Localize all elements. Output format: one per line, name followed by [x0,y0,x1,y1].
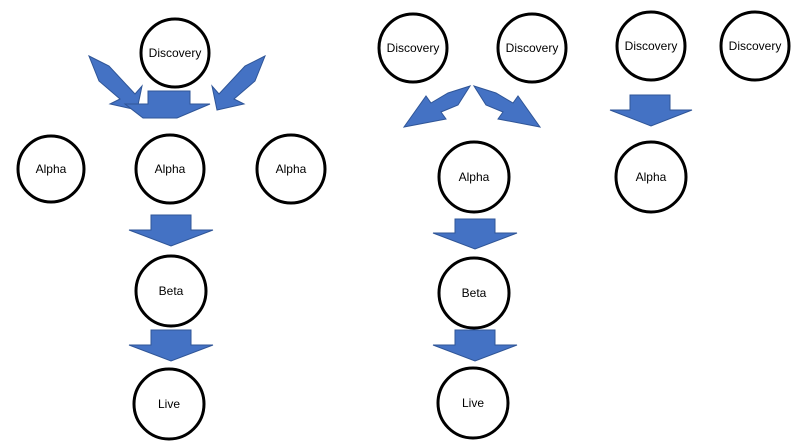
node-alpha: Alpha [614,140,688,214]
arrow-diagonal-down-left [402,85,472,128]
node-label: Discovery [625,39,678,53]
node-discovery: Discovery [377,12,449,84]
node-alpha: Alpha [16,134,86,204]
node-label: Alpha [36,162,67,176]
node-beta: Beta [134,254,208,328]
node-label: Discovery [387,41,440,55]
arrow-diagonal-down-right [88,54,143,111]
arrow-down [123,90,211,119]
node-discovery: Discovery [615,10,687,82]
node-discovery: Discovery [496,12,568,84]
arrow-diagonal-down-right [472,85,542,128]
node-label: Live [462,396,484,410]
arrow-diagonal-down-left [211,54,266,111]
node-label: Alpha [155,162,186,176]
node-alpha: Alpha [437,140,511,214]
node-label: Discovery [729,39,782,53]
node-label: Alpha [276,162,307,176]
node-alpha: Alpha [255,133,327,205]
node-live: Live [436,366,510,440]
node-alpha: Alpha [134,133,206,205]
arrow-down [128,329,214,362]
node-label: Beta [159,284,184,298]
node-label: Live [158,397,180,411]
arrow-down [128,214,214,247]
node-label: Discovery [149,46,202,60]
arrow-down [609,94,693,127]
node-label: Discovery [506,41,559,55]
arrow-down [432,329,518,362]
arrow-down [432,218,518,250]
node-discovery: Discovery [139,17,211,89]
node-label: Alpha [636,170,667,184]
node-label: Beta [462,286,487,300]
node-live: Live [132,367,206,441]
node-beta: Beta [437,256,511,330]
node-discovery: Discovery [719,10,791,82]
node-label: Alpha [459,170,490,184]
